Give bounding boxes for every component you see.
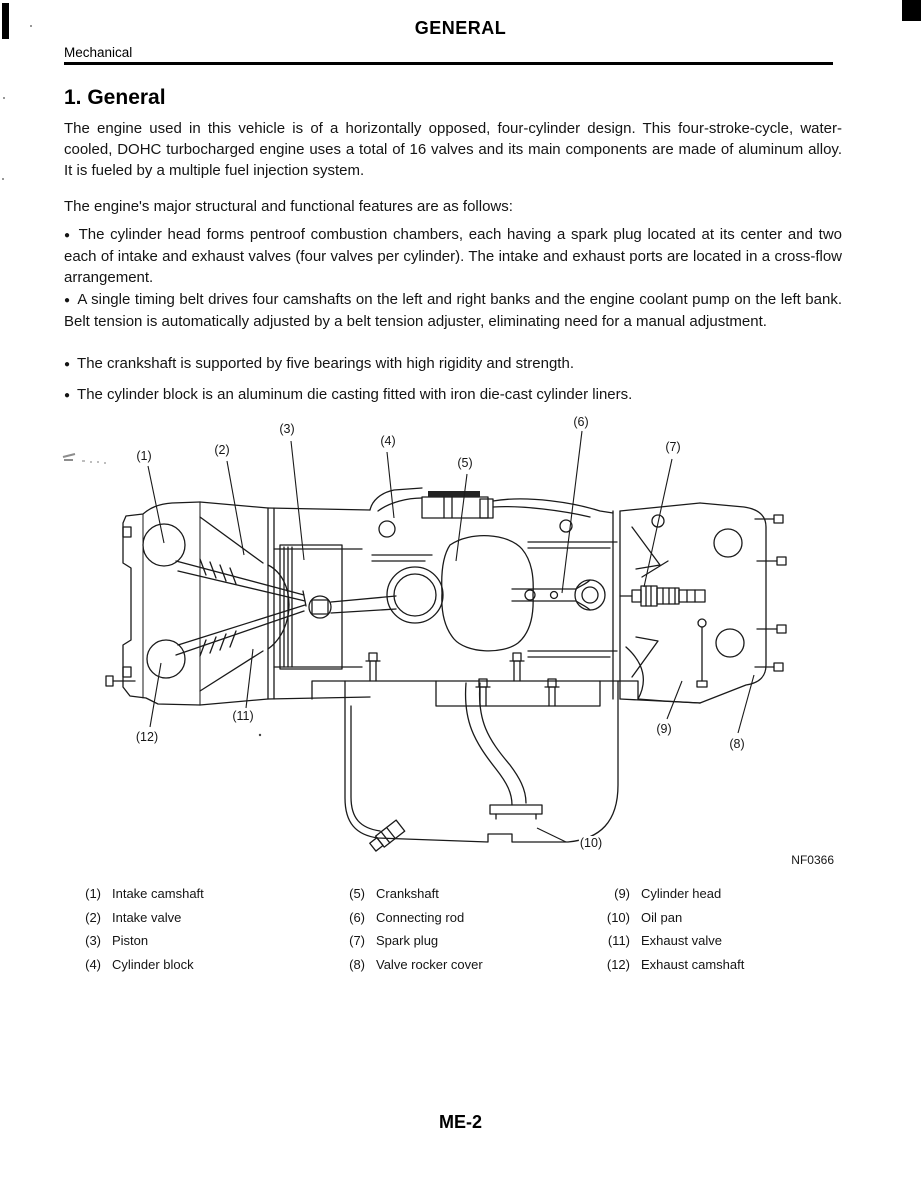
legend-label: Cylinder head (641, 886, 722, 901)
legend-column: (9) Cylinder head (10) Oil pan (11) Exhaust… (583, 886, 744, 980)
legend-item: (10) Oil pan (583, 910, 744, 934)
legend-num: (10) (606, 909, 630, 925)
legend-item: (8) Valve rocker cover (325, 957, 483, 981)
page-header-title: GENERAL (414, 18, 507, 38)
scan-artifact-left-bar (2, 3, 9, 39)
legend-item: (12) Exhaust camshaft (583, 957, 744, 981)
legend-column: (5) Crankshaft (6) Connecting rod (7) Spark… (325, 886, 483, 980)
paragraph-features-lead: The engine's major structural and functi… (64, 198, 513, 215)
bullet-item: ●The cylinder head forms pentroof combus… (64, 224, 842, 288)
callout-9: (9) (655, 722, 673, 736)
figure-code: NF0366 (791, 853, 834, 867)
callout-5: (5) (456, 456, 474, 470)
bullet-item: ●A single timing belt drives four camsha… (64, 289, 842, 332)
bullet-item: ● The crankshaft is supported by five bea… (64, 353, 842, 375)
legend-item: (9) Cylinder head (583, 886, 744, 910)
legend-item: (7) Spark plug (325, 933, 483, 957)
scan-speck (2, 178, 4, 180)
legend-item: (1) Intake camshaft (67, 886, 204, 910)
callout-8: (8) (728, 737, 746, 751)
engine-cross-section-diagram (62, 430, 787, 852)
legend-item: (2) Intake valve (67, 910, 204, 934)
legend-num: (6) (349, 909, 365, 925)
paragraph-intro: The engine used in this vehicle is of a … (64, 120, 842, 179)
legend-num: (3) (85, 933, 101, 948)
legend-label: Exhaust valve (641, 933, 722, 948)
legend-num: (11) (607, 933, 630, 948)
legend-label: Spark plug (376, 933, 439, 948)
bullet-icon: ● (64, 359, 71, 370)
legend-label: Oil pan (641, 909, 683, 925)
legend-num: (4) (85, 956, 101, 972)
legend-item: (11) Exhaust valve (583, 933, 744, 957)
scan-speck (3, 97, 5, 99)
bullet-icon: ● (64, 295, 71, 306)
section-heading: 1. General (64, 86, 166, 109)
callout-6: (6) (572, 415, 590, 429)
legend-item: (4) Cylinder block (67, 957, 204, 981)
legend-column: (1) Intake camshaft (2) Intake valve (3) Pi… (67, 886, 204, 980)
callout-4: (4) (379, 434, 397, 448)
legend-item: (3) Piston (67, 933, 204, 957)
callout-11: (11) (231, 709, 255, 723)
scan-artifact-corner-square (902, 0, 921, 21)
bullet-text: The cylinder block is an aluminum die ca… (77, 386, 633, 403)
legend-num: (2) (85, 909, 101, 925)
legend-label: Intake camshaft (112, 886, 204, 901)
bullet-icon: ● (64, 230, 72, 241)
callout-3: (3) (278, 422, 296, 436)
legend-label: Valve rocker cover (376, 956, 483, 972)
section-label: Mechanical (64, 45, 133, 60)
legend-label: Connecting rod (376, 909, 465, 925)
legend-label: Exhaust camshaft (641, 956, 745, 972)
bullet-text: The cylinder head forms pentroof combust… (64, 226, 842, 286)
legend-num: (8) (349, 956, 365, 972)
legend-label: Intake valve (112, 909, 182, 925)
legend-label: Piston (112, 933, 149, 948)
page-number: ME-2 (438, 1112, 482, 1132)
legend-num: (7) (349, 933, 365, 948)
callout-10: (10) (578, 836, 604, 850)
callout-2: (2) (213, 443, 231, 457)
bullet-text: The crankshaft is supported by five bear… (77, 355, 574, 372)
legend-num: (9) (614, 886, 630, 901)
callout-1: (1) (135, 449, 153, 463)
engine-figure: (1) (2) (3) (4) (5) (6) (7) (8) (9) (10)… (60, 415, 840, 875)
bullet-item: ● The cylinder block is an aluminum die c… (64, 384, 842, 406)
scan-speck (30, 25, 32, 27)
bullet-text: A single timing belt drives four camshaf… (64, 291, 842, 330)
header-rule (64, 62, 833, 65)
legend-num: (12) (606, 956, 630, 972)
bullet-icon: ● (64, 390, 71, 401)
legend-label: Crankshaft (376, 886, 439, 901)
legend-label: Cylinder block (112, 956, 194, 972)
legend-item: (6) Connecting rod (325, 910, 483, 934)
legend-num: (1) (85, 886, 101, 901)
callout-7: (7) (664, 440, 682, 454)
legend-item: (5) Crankshaft (325, 886, 483, 910)
legend-num: (5) (349, 886, 365, 901)
callout-12: (12) (134, 730, 160, 744)
